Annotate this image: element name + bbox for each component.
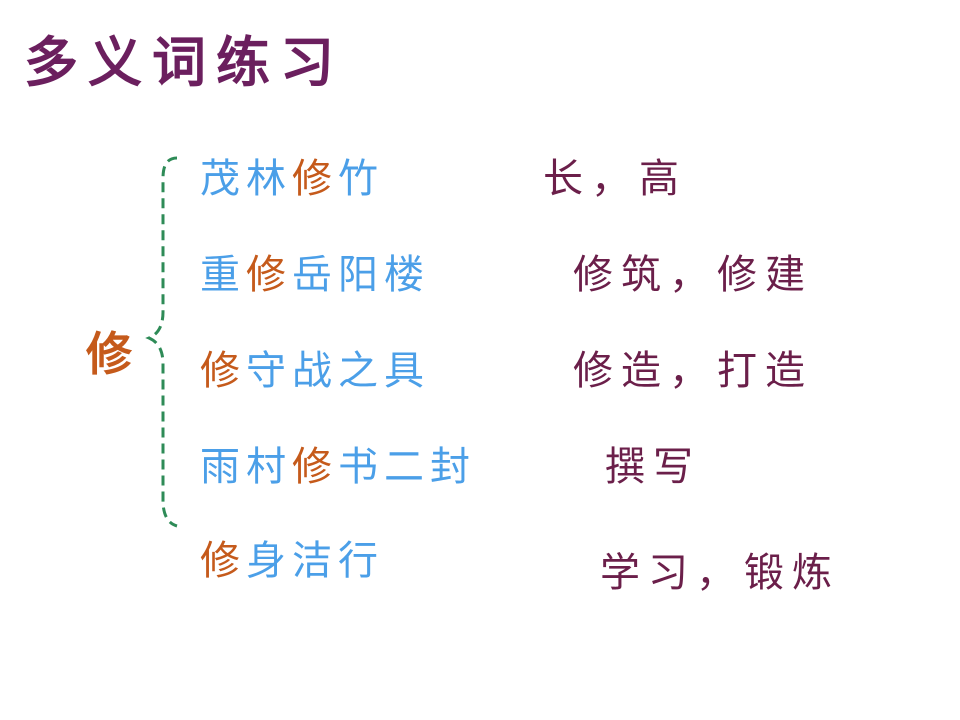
example-phrase-3: 修守战之具 xyxy=(200,338,430,396)
example-phrase-5: 修身洁行 xyxy=(200,528,384,586)
meaning-3: 修造，打造 xyxy=(573,348,813,394)
example-phrase-4: 雨村修书二封 xyxy=(200,434,476,492)
example-post: 书二封 xyxy=(338,444,476,490)
example-post: 竹 xyxy=(338,156,384,202)
meaning-1: 长，高 xyxy=(543,156,687,202)
key-character: 修 xyxy=(86,327,132,381)
example-highlight: 修 xyxy=(200,348,246,394)
example-phrase-2: 重修岳阳楼 xyxy=(200,242,430,300)
example-highlight: 修 xyxy=(200,538,246,584)
meaning-2: 修筑，修建 xyxy=(573,252,813,298)
example-highlight: 修 xyxy=(292,156,338,202)
example-pre: 重 xyxy=(200,252,246,298)
example-post: 守战之具 xyxy=(246,348,430,394)
example-phrase-1: 茂林修竹 xyxy=(200,146,384,204)
example-post: 岳阳楼 xyxy=(292,252,430,298)
example-highlight: 修 xyxy=(246,252,292,298)
example-pre: 茂林 xyxy=(200,156,292,202)
example-post: 身洁行 xyxy=(246,538,384,584)
meaning-5: 学习，锻炼 xyxy=(600,550,840,596)
grouping-brace xyxy=(145,156,178,528)
example-pre: 雨村 xyxy=(200,444,292,490)
page-title: 多义词练习 xyxy=(24,31,344,94)
meaning-4: 撰写 xyxy=(605,444,701,490)
example-highlight: 修 xyxy=(292,444,338,490)
